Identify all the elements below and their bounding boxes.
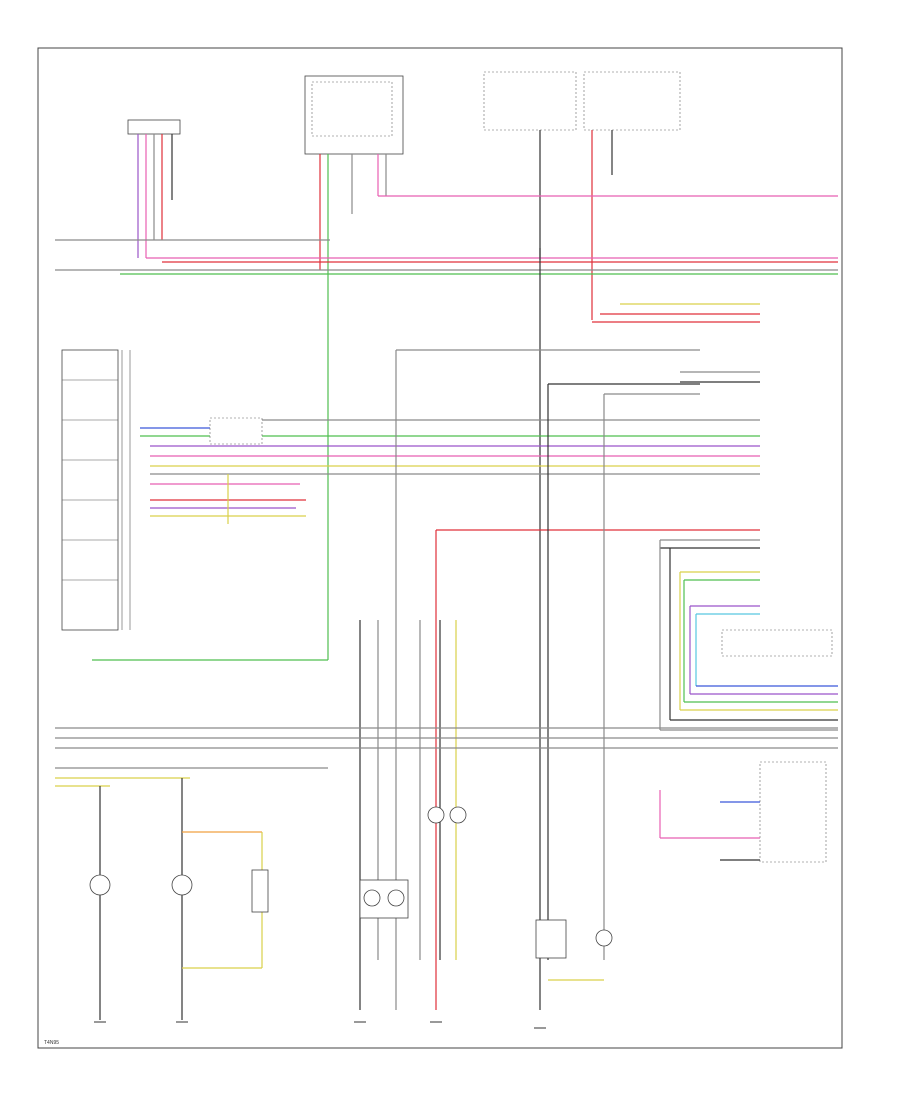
diagram-border bbox=[37, 47, 843, 1049]
component-top-left-switch bbox=[127, 119, 181, 258]
bus-wires-top bbox=[55, 195, 838, 1010]
component-top-center-relay bbox=[304, 75, 404, 660]
lamp-left-center bbox=[171, 778, 269, 1023]
lamp-center-pair bbox=[354, 879, 409, 1023]
lamp-left bbox=[89, 786, 111, 1023]
left-control-module bbox=[61, 349, 131, 631]
bus-wires-lower bbox=[55, 659, 838, 787]
lamp-center-right bbox=[427, 806, 467, 1023]
module-output-wires bbox=[140, 417, 760, 524]
lamp-right-pair bbox=[534, 919, 613, 1029]
right-connector-group bbox=[396, 303, 760, 395]
footer-code: T4N95 bbox=[44, 1040, 59, 1046]
right-module-wires bbox=[435, 529, 838, 1010]
switch-bottom-right bbox=[659, 761, 827, 863]
component-fuse-panel-right bbox=[483, 71, 681, 320]
wire-bundle-left bbox=[137, 134, 173, 258]
